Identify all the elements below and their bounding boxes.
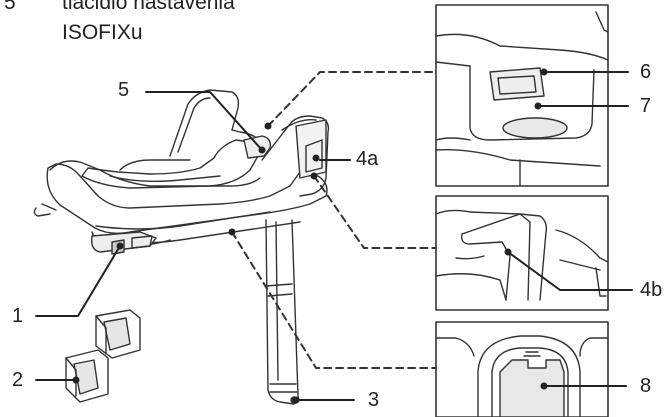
callout-2: 2 [12,369,24,391]
dashed-connectors [231,71,437,369]
callout-8: 8 [640,375,652,397]
caption-line2: ISOFIXu [62,21,143,44]
callout-4b: 4b [640,279,663,301]
callout-4a: 4a [356,148,379,170]
detail-panel-middle [435,195,609,311]
callout-5: 5 [118,79,130,101]
isofix-base-illustration [33,89,330,405]
detail-panel-bottom [435,321,609,417]
isofix-guides-illustration [65,309,141,403]
leader-dots [72,68,548,404]
caption-number: 5 [4,0,16,14]
callout-1: 1 [12,305,24,327]
detail-panel-top [435,4,609,187]
callout-3: 3 [368,389,380,411]
caption-line1: tlačidlo nastavenia [62,0,235,14]
leader-lines [35,71,633,401]
callout-6: 6 [640,61,652,83]
callout-7: 7 [640,95,652,117]
